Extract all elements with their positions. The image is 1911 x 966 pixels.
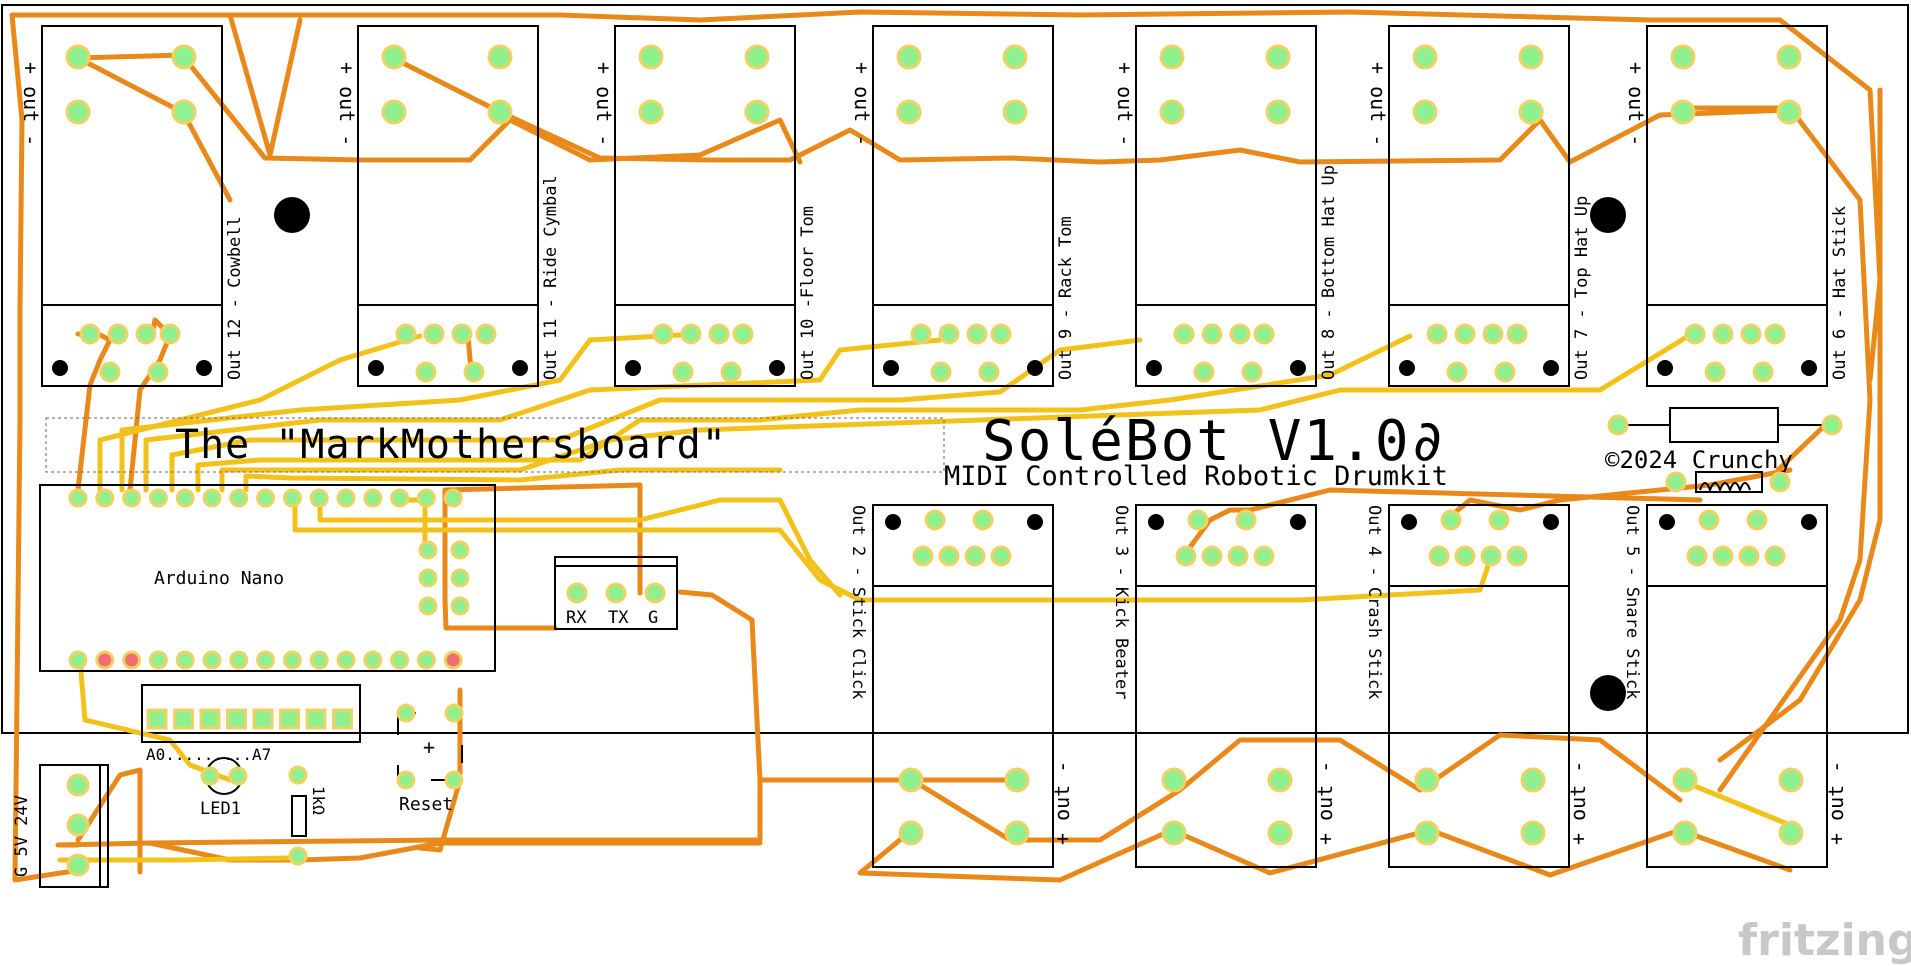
relay-bottom-2: + out - Out 3 - Kick Beater xyxy=(1111,504,1337,868)
mounting-hole xyxy=(274,197,310,233)
copyright-text: ©2024 Crunchy xyxy=(1605,446,1793,474)
analog-header: A0.........A7 xyxy=(141,684,361,764)
relay-bottom-4: + out - Out 5 - Snare Stick xyxy=(1622,504,1848,868)
output-label: Out 11 - Ride Cymbal xyxy=(541,175,561,380)
output-label: Out 10 -Floor Tom xyxy=(798,206,818,380)
relay-top-5: + out - Out 8 - Bottom Hat Up xyxy=(1113,25,1339,387)
resistor-label: 1kΩ xyxy=(309,786,328,815)
product-name: SoléBot V1.0∂ xyxy=(982,409,1446,474)
fritzing-watermark: fritzing xyxy=(1738,915,1911,966)
relay-top-3: + out - Out 10 -Floor Tom xyxy=(592,25,818,387)
board-subtitle: MIDI Controlled Robotic Drumkit xyxy=(944,461,1448,492)
analog-range-label: A0.........A7 xyxy=(146,745,271,764)
output-connector-label: + out - xyxy=(1313,761,1337,845)
reset-button: + Reset xyxy=(397,712,463,815)
arduino-label: Arduino Nano xyxy=(154,568,284,589)
output-connector-label: + out - xyxy=(1366,62,1390,146)
serial-g-label: G xyxy=(648,608,658,628)
output-connector-label: + out - xyxy=(335,62,359,146)
relay-top-2: + out - Out 11 - Ride Cymbal xyxy=(335,25,561,387)
traces xyxy=(9,9,1883,883)
output-connector-label: + out - xyxy=(1566,761,1590,845)
mounting-hole xyxy=(1590,197,1626,233)
output-connector-label: + out - xyxy=(19,62,43,146)
led-label: LED1 xyxy=(200,799,241,819)
serial-header: RX TX G xyxy=(554,556,678,630)
mounting-hole xyxy=(1590,675,1626,711)
relay-top-1: + out - Out 12 - Cowbell xyxy=(19,25,245,387)
title-frame xyxy=(45,417,945,473)
reset-plus-label: + xyxy=(423,735,435,759)
led-resistor: 1kΩ xyxy=(291,786,328,837)
output-connector-label: + out - xyxy=(850,62,874,146)
power-header: G 5V 24V xyxy=(12,764,109,888)
pads xyxy=(65,44,1843,877)
output-label: Out 4 - Crash Stick xyxy=(1364,505,1384,699)
relay-top-7: + out - Out 6 - Hat Stick xyxy=(1624,25,1850,387)
output-label: Out 12 - Cowbell xyxy=(225,216,245,380)
power-label: G 5V 24V xyxy=(12,795,32,877)
output-connector-label: + out - xyxy=(592,62,616,146)
board-title: The "MarkMothersboard" xyxy=(175,422,727,468)
relay-top-6: + out - Out 7 - Top Hat Up xyxy=(1366,25,1592,387)
inductor xyxy=(1695,471,1763,493)
serial-tx-label: TX xyxy=(608,608,629,628)
relay-bottom-3: + out - Out 4 - Crash Stick xyxy=(1364,504,1590,868)
relay-bottom-1: + out - Out 2 - Stick Click xyxy=(848,504,1074,868)
relay-top-4: + out - Out 9 - Rack Tom xyxy=(850,25,1076,387)
output-label: Out 6 - Hat Stick xyxy=(1830,206,1850,380)
arduino-nano: Arduino Nano xyxy=(39,484,496,672)
output-label: Out 2 - Stick Click xyxy=(848,505,868,699)
output-label: Out 9 - Rack Tom xyxy=(1056,216,1076,380)
output-label: Out 5 - Snare Stick xyxy=(1622,505,1642,699)
output-connector-label: + out - xyxy=(1050,761,1074,845)
serial-rx-label: RX xyxy=(566,608,587,628)
output-label: Out 8 - Bottom Hat Up xyxy=(1319,165,1339,380)
output-connector-label: + out - xyxy=(1824,761,1848,845)
relay-modules: + out - Out 12 - Cowbell + out - Out 11 - R… xyxy=(19,25,1850,868)
output-label: Out 3 - Kick Beater xyxy=(1111,505,1131,699)
reset-label: Reset xyxy=(399,794,453,815)
output-connector-label: + out - xyxy=(1624,62,1648,146)
output-connector-label: + out - xyxy=(1113,62,1137,146)
output-label: Out 7 - Top Hat Up xyxy=(1572,196,1592,380)
